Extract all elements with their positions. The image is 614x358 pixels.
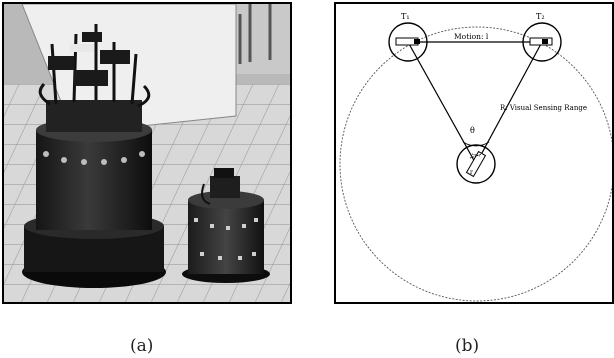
target-2-label: T₂	[536, 12, 545, 21]
target-1-label: T₁	[401, 12, 410, 21]
target-2	[522, 22, 562, 62]
sensing-diagram: T₁ T₂ Motion: l R: Visual Sensing Range …	[339, 12, 612, 302]
angle-label: θ	[470, 126, 475, 135]
angle-arc	[462, 141, 490, 147]
sensing-range-label: R: Visual Sensing Range	[500, 104, 587, 112]
caption-b: (b)	[455, 336, 480, 356]
target-1	[388, 22, 428, 62]
small-robot	[182, 168, 270, 283]
robot-photo-panel	[2, 2, 292, 304]
robot-photo	[4, 4, 290, 302]
sensing-diagram-panel: T₁ T₂ Motion: l R: Visual Sensing Range …	[334, 2, 614, 304]
observer-label: r	[470, 169, 473, 176]
caption-a: (a)	[130, 336, 154, 356]
sensing-range-circle	[339, 26, 612, 302]
observer-robot	[456, 144, 496, 184]
motion-label: Motion: l	[454, 32, 489, 41]
large-robot	[22, 24, 166, 288]
